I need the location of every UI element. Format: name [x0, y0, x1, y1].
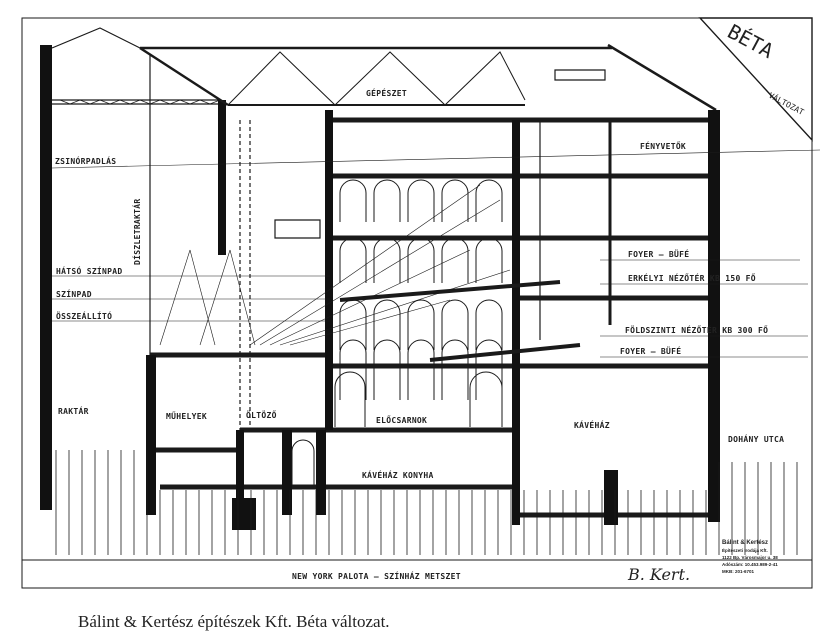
- label-street: DOHÁNY UTCA: [728, 433, 784, 444]
- roof-slope-left: [140, 48, 228, 105]
- label-underline: [52, 150, 820, 168]
- label-storage: RAKTÁR: [58, 405, 89, 416]
- arch: [476, 180, 502, 222]
- rigging-line: [230, 250, 255, 345]
- label-lobby: ELŐCSARNOK: [376, 415, 427, 425]
- signature: B. Kert.: [627, 565, 690, 584]
- roof-skylight: [555, 70, 605, 80]
- arch: [340, 340, 366, 400]
- label-stage: SZÍNPAD: [56, 288, 92, 299]
- lighting-bridge: [275, 220, 320, 238]
- arcade-arches: [292, 180, 502, 485]
- arch: [340, 300, 366, 350]
- roof-slope-right: [608, 45, 716, 110]
- label-workshops: MŰHELYEK: [166, 411, 207, 421]
- right-wall: [708, 110, 720, 522]
- arch: [408, 238, 434, 283]
- label-cafe-kitchen: KÁVÉHÁZ KONYHA: [362, 469, 434, 480]
- sightline: [290, 300, 450, 345]
- stage-wall: [218, 100, 226, 255]
- sightline: [260, 200, 500, 345]
- label-foyer-lower: FOYER — BÜFÉ: [620, 345, 681, 356]
- foundation-block: [604, 470, 618, 525]
- arch: [442, 340, 468, 400]
- arch: [470, 372, 502, 427]
- beta-stamp: [700, 18, 812, 140]
- label-lighting: FÉNYVETŐK: [640, 140, 686, 151]
- left-wall: [40, 45, 52, 510]
- firm-line-5: MKB: 201-6701: [722, 569, 755, 574]
- drawing-title: NEW YORK PALOTA — SZÍNHÁZ METSZET: [292, 570, 461, 581]
- foundation-block: [232, 498, 256, 530]
- arch: [442, 238, 468, 283]
- wall-section: [325, 110, 333, 430]
- arch: [442, 180, 468, 222]
- arch: [374, 180, 400, 222]
- figure-caption: Bálint & Kertész építészek Kft. Béta vál…: [78, 612, 390, 631]
- arch: [335, 372, 365, 427]
- arch: [442, 300, 468, 350]
- arch: [476, 238, 502, 283]
- sightline: [250, 185, 480, 345]
- label-fly-loft: ZSINÓRPADLÁS: [55, 155, 116, 166]
- wall-section: [146, 355, 156, 515]
- rigging-line: [190, 250, 215, 345]
- firm-line-3: 1122 Bp. Városmajor u. 38: [722, 555, 778, 560]
- stalls-rake: [430, 345, 580, 360]
- ground-hatching: [56, 450, 797, 555]
- arch: [476, 300, 502, 350]
- label-assembly: ÖSSZEÁLLÍTÓ: [56, 310, 112, 321]
- label-roof: GÉPÉSZET: [366, 87, 407, 98]
- arch: [340, 180, 366, 222]
- arch: [408, 180, 434, 222]
- rigging-line: [200, 250, 230, 345]
- arch: [340, 238, 366, 283]
- firm-line-4: Adószám: 10.453.989-2-41: [722, 562, 778, 567]
- label-foyer-upper: FOYER — BÜFÉ: [628, 248, 689, 259]
- arch: [374, 238, 400, 283]
- label-balcony: ERKÉLYI NÉZŐTÉR KB 150 FŐ: [628, 272, 756, 283]
- stamp-beta: BÉTA: [724, 19, 778, 63]
- label-cafe: KÁVÉHÁZ: [574, 419, 610, 430]
- label-back-stage: HÁTSÓ SZÍNPAD: [56, 265, 123, 276]
- arch: [476, 340, 502, 400]
- wall-section: [512, 120, 520, 525]
- label-stalls: FÖLDSZINTI NÉZŐTÉR KB 300 FŐ: [625, 324, 768, 335]
- arch: [408, 300, 434, 350]
- fly-gallery-truss: [60, 100, 220, 104]
- arch: [292, 440, 314, 485]
- firm-name: Bálint & Kertész: [722, 540, 768, 546]
- wall-section: [316, 430, 326, 515]
- firm-line-2: Építészeti Irodája Kft.: [722, 546, 768, 553]
- wall-section: [282, 430, 292, 515]
- label-scenery-store: DÍSZLETRAKTÁR: [131, 198, 142, 265]
- arch: [374, 340, 400, 400]
- wall-section: [236, 430, 244, 500]
- arch: [408, 340, 434, 400]
- sightline: [280, 270, 510, 345]
- label-dressing: ÖLTÖZŐ: [246, 410, 277, 420]
- rigging-line: [160, 250, 190, 345]
- left-gable: [52, 28, 140, 48]
- sheet-frame: [22, 18, 812, 588]
- arch: [374, 300, 400, 350]
- balcony-rake: [340, 282, 560, 300]
- sightline: [270, 250, 470, 345]
- roof-truss: [228, 52, 525, 105]
